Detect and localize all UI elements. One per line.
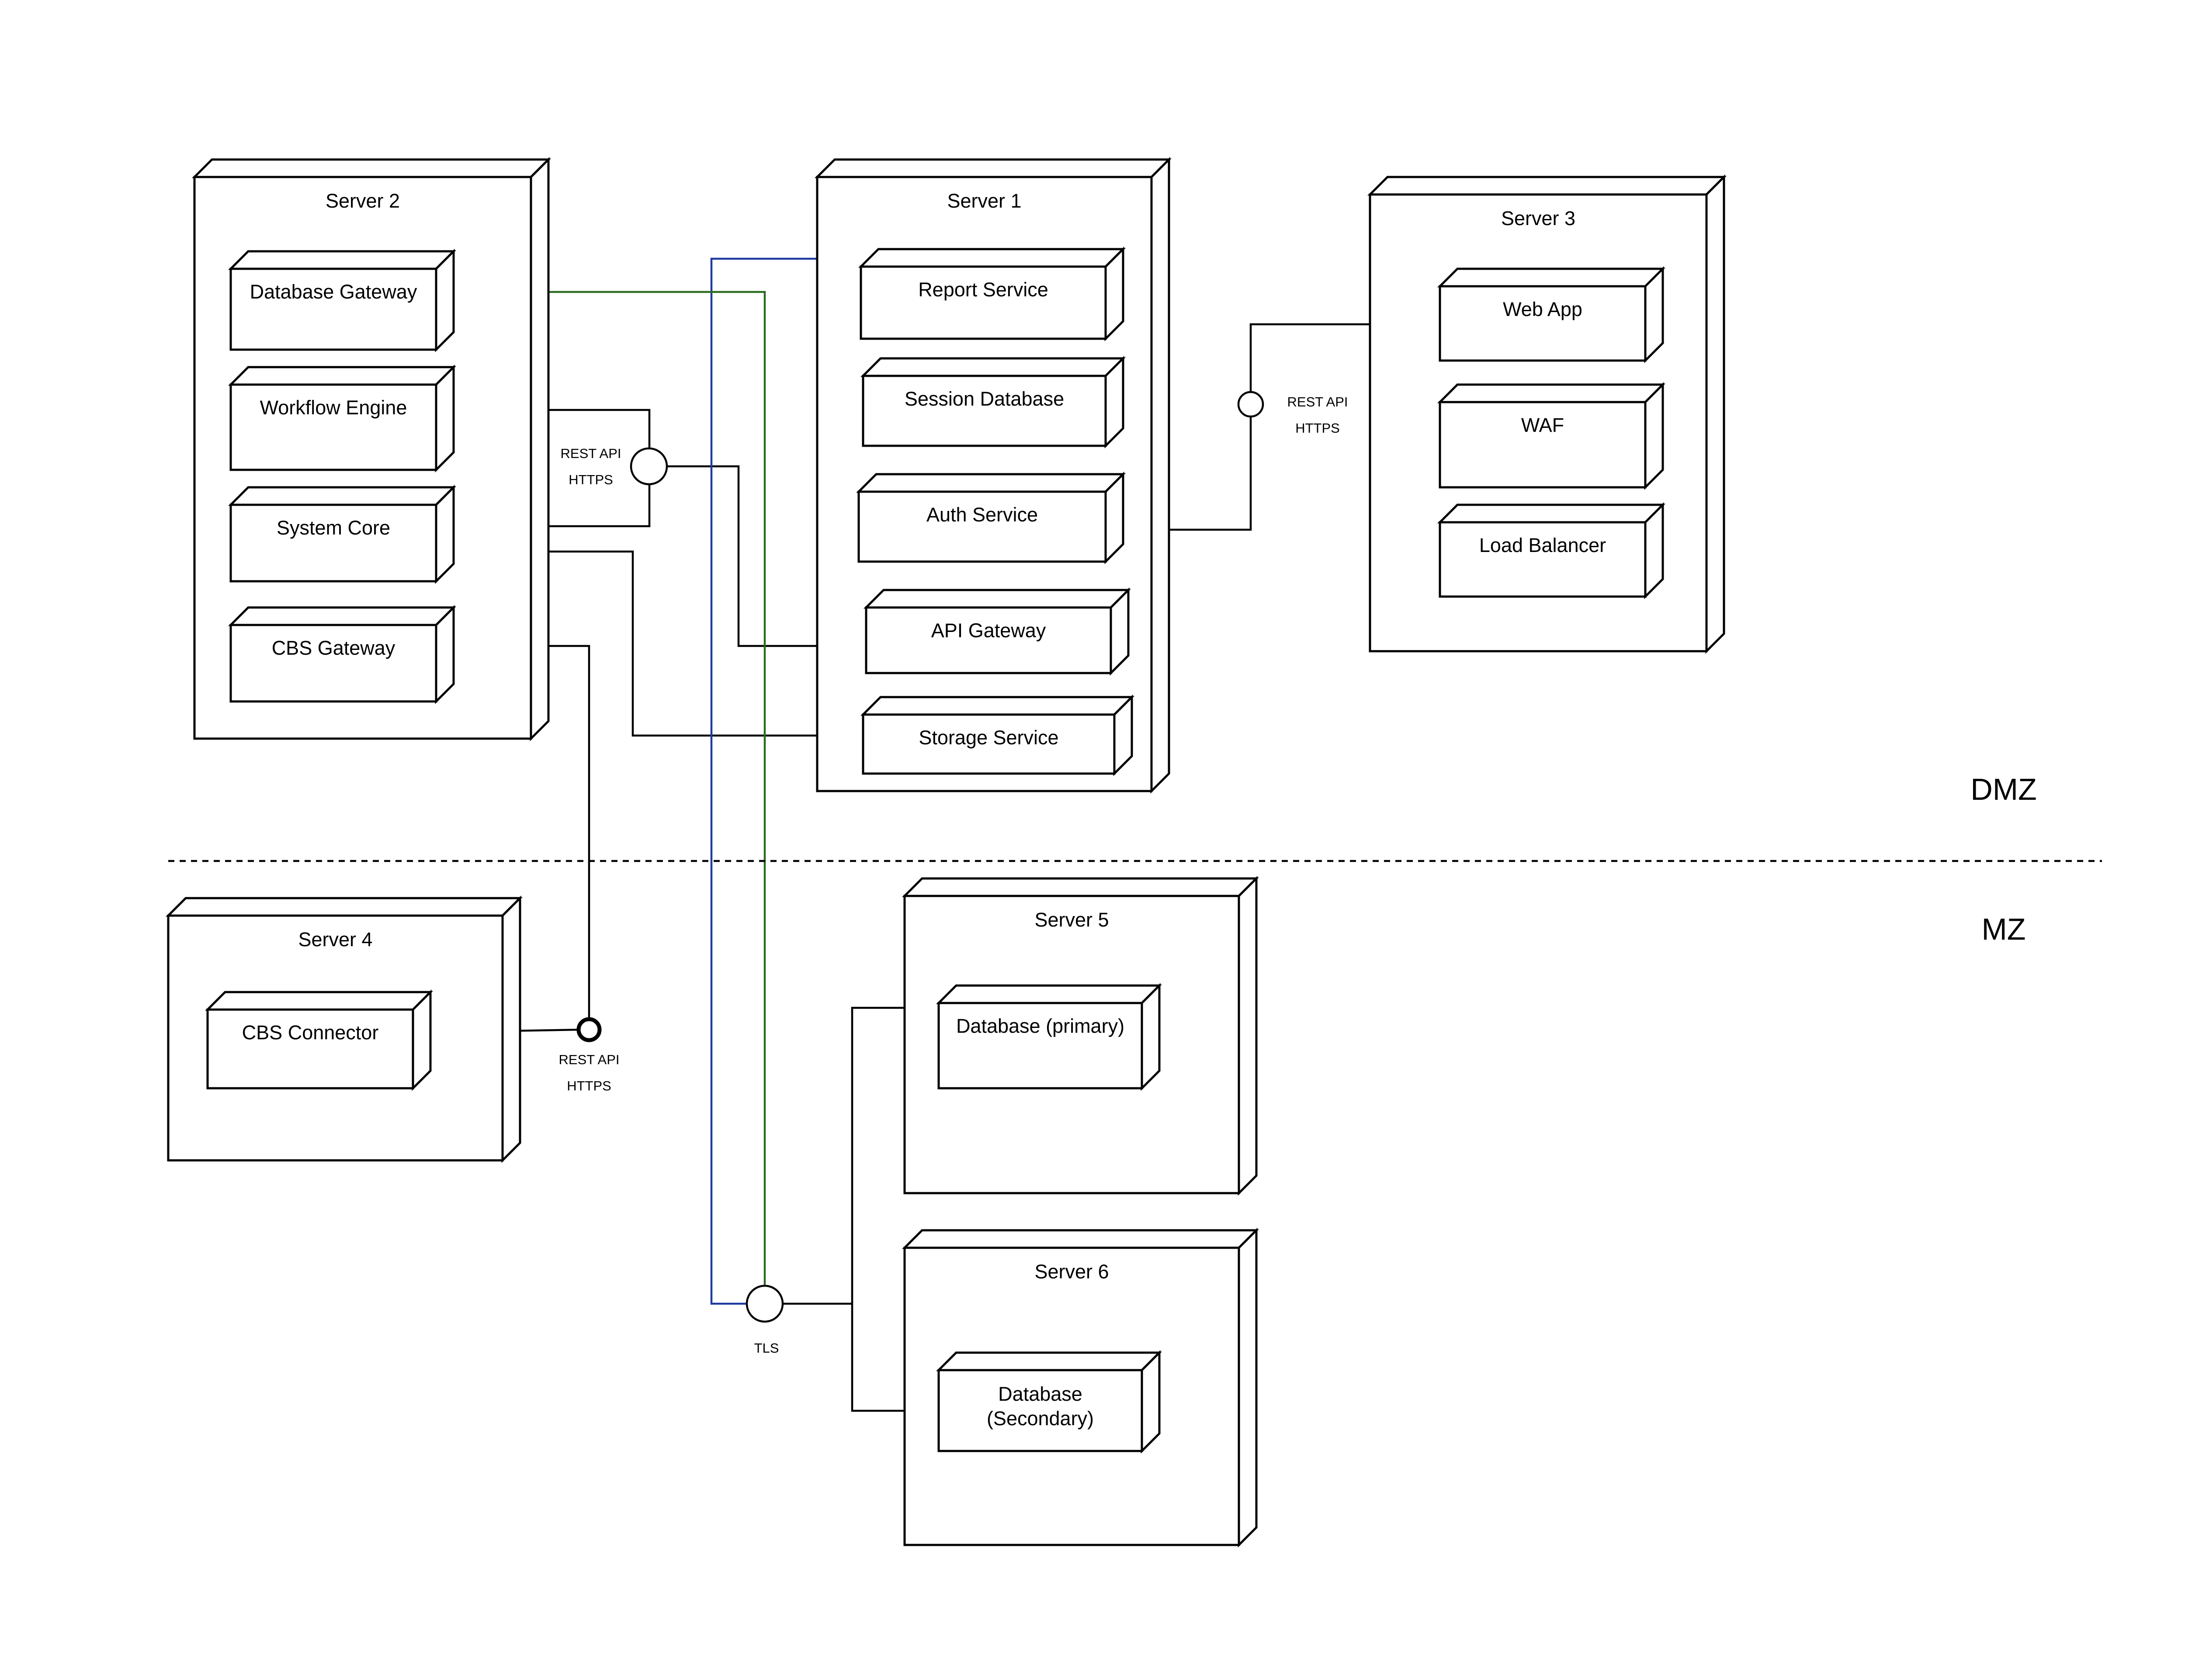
iface-cbs-label-1: HTTPS — [567, 1078, 611, 1093]
server-6: Server 6 Database(Secondary) — [902, 1227, 1259, 1548]
server-4: Server 4 CBS Connector — [165, 895, 523, 1163]
waf-label: WAF — [1521, 414, 1564, 436]
database-primary: Database (primary) — [936, 982, 1162, 1091]
iface-tls-label-0: TLS — [754, 1340, 779, 1356]
cbs-connector-label: CBS Connector — [242, 1021, 379, 1044]
waf: WAF — [1437, 382, 1666, 490]
cbs-gateway: CBS Gateway — [228, 604, 457, 705]
server-1-title: Server 1 — [947, 190, 1021, 212]
iface-server3: REST API HTTPS — [1237, 391, 1348, 436]
auth-service: Auth Service — [856, 471, 1126, 565]
iface-server2-server1-symbol — [630, 447, 668, 486]
workflow-engine: Workflow Engine — [228, 364, 457, 473]
report-service-label: Report Service — [918, 278, 1048, 301]
database-secondary: Database(Secondary) — [936, 1350, 1162, 1454]
server-5-title: Server 5 — [1034, 909, 1109, 931]
server-4-title: Server 4 — [298, 928, 372, 951]
workflow-engine-label: Workflow Engine — [260, 396, 407, 419]
database-gateway-label: Database Gateway — [250, 281, 417, 303]
database-gateway: Database Gateway — [228, 248, 457, 353]
line-branch-databases — [851, 1007, 939, 1412]
server-2-title: Server 2 — [326, 190, 400, 212]
iface-server3-label-1: HTTPS — [1295, 420, 1340, 436]
iface-tls: TLS — [746, 1284, 784, 1356]
server-3-title: Server 3 — [1501, 207, 1575, 229]
storage-service-label: Storage Service — [919, 726, 1058, 749]
iface-server2-server1-label-1: HTTPS — [569, 472, 613, 487]
iface-server2-server1: REST API HTTPS — [561, 446, 668, 487]
session-database-label: Session Database — [905, 388, 1064, 410]
iface-cbs: REST API HTTPS — [559, 1017, 620, 1093]
cbs-connector: CBS Connector — [205, 989, 434, 1091]
iface-server3-label-0: REST API — [1287, 394, 1348, 410]
line-report-tls-blue — [710, 257, 872, 1305]
line-iface-apigw — [667, 465, 866, 647]
load-balancer: Load Balancer — [1437, 502, 1666, 600]
interfaces-layer: REST API HTTPS REST API HTTPS REST API HTTPS T… — [559, 391, 1348, 1356]
zone-label-dmz: DMZ — [1970, 772, 2037, 806]
iface-cbs-symbol — [576, 1017, 602, 1042]
system-core: System Core — [228, 484, 457, 584]
api-gateway: API Gateway — [863, 587, 1131, 676]
iface-cbs-label-0: REST API — [559, 1052, 620, 1067]
database-primary-label: Database (primary) — [956, 1015, 1124, 1037]
storage-service: Storage Service — [860, 694, 1135, 777]
web-app-label: Web App — [1503, 298, 1582, 320]
auth-service-label: Auth Service — [926, 503, 1038, 526]
server-6-title: Server 6 — [1034, 1260, 1109, 1283]
server-5: Server 5 Database (primary) — [902, 875, 1259, 1196]
line-dbgw-tls-green — [454, 291, 766, 1286]
iface-tls-symbol — [746, 1284, 784, 1323]
session-database: Session Database — [860, 355, 1126, 449]
api-gateway-label: API Gateway — [931, 619, 1046, 642]
load-balancer-label: Load Balancer — [1479, 534, 1606, 556]
web-app: Web App — [1437, 266, 1666, 364]
report-service: Report Service — [858, 246, 1126, 342]
cbs-gateway-label: CBS Gateway — [272, 637, 395, 659]
iface-server2-server1-label-0: REST API — [561, 446, 621, 461]
system-core-label: System Core — [277, 517, 390, 539]
database-secondary-label: Database(Secondary) — [987, 1383, 1094, 1430]
iface-server3-symbol — [1237, 391, 1264, 418]
zone-label-mz: MZ — [1981, 912, 2025, 946]
